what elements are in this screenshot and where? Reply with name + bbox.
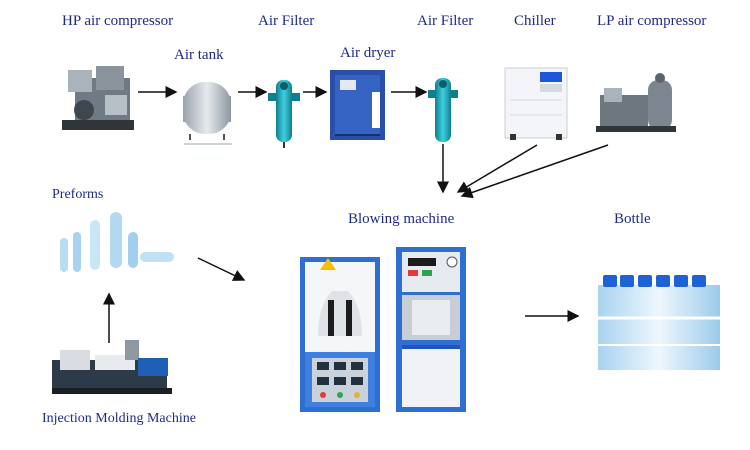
injection-machine-icon bbox=[52, 340, 172, 394]
label-air-filter-2: Air Filter bbox=[417, 13, 474, 29]
air-tank-icon bbox=[183, 82, 232, 145]
blowing-machine-icon bbox=[300, 257, 380, 412]
label-air-filter-1: Air Filter bbox=[258, 13, 315, 29]
flow-arrows bbox=[103, 86, 609, 343]
label-preforms: Preforms bbox=[52, 187, 104, 202]
blowing-machine-right-icon bbox=[396, 247, 466, 412]
label-bottle: Bottle bbox=[614, 211, 651, 227]
label-chiller: Chiller bbox=[514, 13, 556, 29]
arrow-preforms-to-blowing bbox=[197, 257, 246, 281]
label-injection-molding-machine: Injection Molding Machine bbox=[42, 411, 196, 426]
preforms-icon bbox=[60, 212, 174, 272]
arrow-chiller-to-blowing bbox=[456, 144, 538, 193]
label-blowing-machine: Blowing machine bbox=[348, 211, 455, 227]
lp-compressor-icon bbox=[596, 73, 676, 132]
label-air-dryer: Air dryer bbox=[340, 45, 396, 61]
arrow-lp-to-blowing bbox=[460, 144, 609, 199]
air-filter-1-icon bbox=[268, 80, 300, 148]
label-hp-air-compressor: HP air compressor bbox=[62, 13, 174, 29]
air-dryer-icon bbox=[330, 70, 385, 140]
bottle-icon bbox=[598, 275, 720, 370]
label-air-tank: Air tank bbox=[174, 47, 224, 63]
air-filter-2-icon bbox=[428, 78, 458, 142]
chiller-icon bbox=[504, 67, 568, 140]
hp-compressor-icon bbox=[62, 66, 134, 130]
label-lp-air-compressor: LP air compressor bbox=[597, 13, 707, 29]
